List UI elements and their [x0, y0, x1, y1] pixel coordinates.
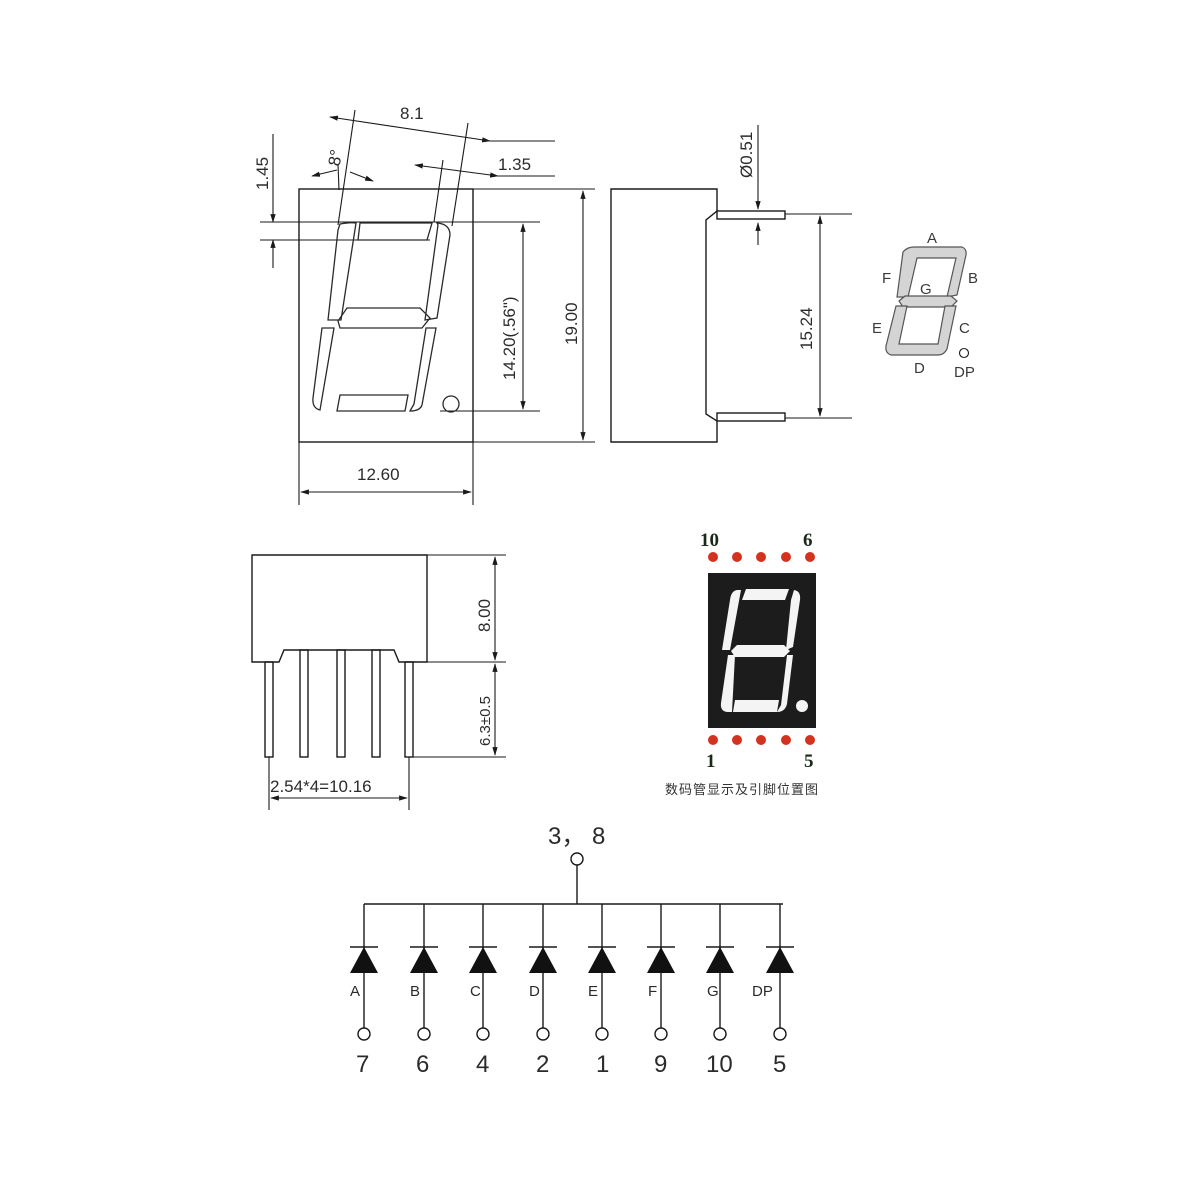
- label-d: D: [914, 360, 925, 377]
- dim-digit-width: 8.1: [400, 104, 424, 123]
- display-segments: [720, 589, 808, 712]
- label-e: E: [872, 320, 882, 337]
- pin-label-10: 10: [700, 530, 719, 551]
- diode-e: E 1: [588, 904, 616, 1078]
- segment-a-f-b: [896, 246, 967, 298]
- svg-text:C: C: [470, 983, 481, 1000]
- svg-text:B: B: [410, 983, 420, 1000]
- svg-text:2: 2: [536, 1051, 549, 1078]
- front-view: 8.1 8° 1.35 1.45 14.20(.56") 19.00 12.60: [253, 104, 595, 505]
- segment-dp: [958, 347, 970, 359]
- svg-text:D: D: [529, 983, 540, 1000]
- bottom-pin-dots: [708, 735, 815, 745]
- common-pin-terminal: [570, 852, 584, 866]
- label-g: G: [920, 281, 932, 298]
- diode-d: D 2: [529, 904, 557, 1078]
- dim-top-offset: 1.45: [253, 157, 272, 190]
- dim-pin-diameter: Ø0.51: [737, 132, 756, 178]
- bottom-view: 8.00 6.3±0.5 2.54*4=10.16: [251, 554, 506, 810]
- bottom-body-outline: [251, 554, 428, 663]
- pinout-display: 10 6 1 5 数码管显示及引脚位置图: [665, 530, 819, 798]
- segment-map: A B C D E F G DP: [872, 230, 978, 381]
- dim-body-width: 12.60: [357, 465, 400, 484]
- dim-slant-angle: 8°: [325, 148, 347, 167]
- segment-e-c-d: [885, 305, 957, 356]
- top-pin-dots: [708, 552, 815, 562]
- pin-label-6: 6: [803, 530, 813, 551]
- pin-label-1: 1: [706, 751, 716, 772]
- dim-pin-length: 6.3±0.5: [477, 696, 494, 746]
- svg-text:5: 5: [773, 1051, 786, 1078]
- common-pin-label: 3， 8: [548, 823, 605, 850]
- diode-b: B 6: [410, 904, 438, 1078]
- svg-text:E: E: [588, 983, 598, 1000]
- front-digit-segments: [312, 222, 460, 413]
- pin-label-5: 5: [804, 751, 814, 772]
- svg-text:6: 6: [416, 1051, 429, 1078]
- side-pin-bottom: [716, 412, 786, 422]
- label-a: A: [927, 230, 937, 247]
- dim-pin-row-spacing: 15.24: [797, 307, 816, 350]
- svg-text:A: A: [350, 983, 360, 1000]
- diode-a: A 7: [350, 904, 378, 1078]
- side-view: Ø0.51 15.24: [610, 125, 852, 443]
- svg-text:10: 10: [706, 1051, 733, 1078]
- diode-c: C 4: [469, 904, 497, 1078]
- svg-text:1: 1: [596, 1051, 609, 1078]
- svg-text:F: F: [648, 983, 657, 1000]
- dim-body-depth: 8.00: [475, 599, 494, 632]
- diode-g: G 10: [706, 904, 734, 1078]
- dim-pin-pitch: 2.54*4=10.16: [270, 777, 372, 796]
- diode-f: F 9: [647, 904, 675, 1078]
- front-body-outline: [298, 188, 474, 443]
- dim-body-height: 19.00: [562, 302, 581, 345]
- front-dp-dot: [442, 395, 460, 413]
- label-c: C: [959, 320, 970, 337]
- svg-text:7: 7: [356, 1051, 369, 1078]
- side-body-outline: [610, 188, 718, 443]
- svg-text:9: 9: [654, 1051, 667, 1078]
- svg-text:G: G: [707, 983, 719, 1000]
- label-f: F: [882, 270, 891, 287]
- svg-text:4: 4: [476, 1051, 489, 1078]
- svg-text:DP: DP: [752, 983, 773, 1000]
- side-pin-top: [716, 210, 786, 220]
- schematic: 3， 8 A 7 B 6 C 4: [350, 823, 794, 1078]
- diode-dp: DP 5: [752, 904, 794, 1078]
- label-dp: DP: [954, 364, 975, 381]
- pinout-caption: 数码管显示及引脚位置图: [665, 782, 819, 798]
- label-b: B: [968, 270, 978, 287]
- dim-segment-width: 1.35: [498, 155, 531, 174]
- dim-digit-height: 14.20(.56"): [500, 296, 519, 380]
